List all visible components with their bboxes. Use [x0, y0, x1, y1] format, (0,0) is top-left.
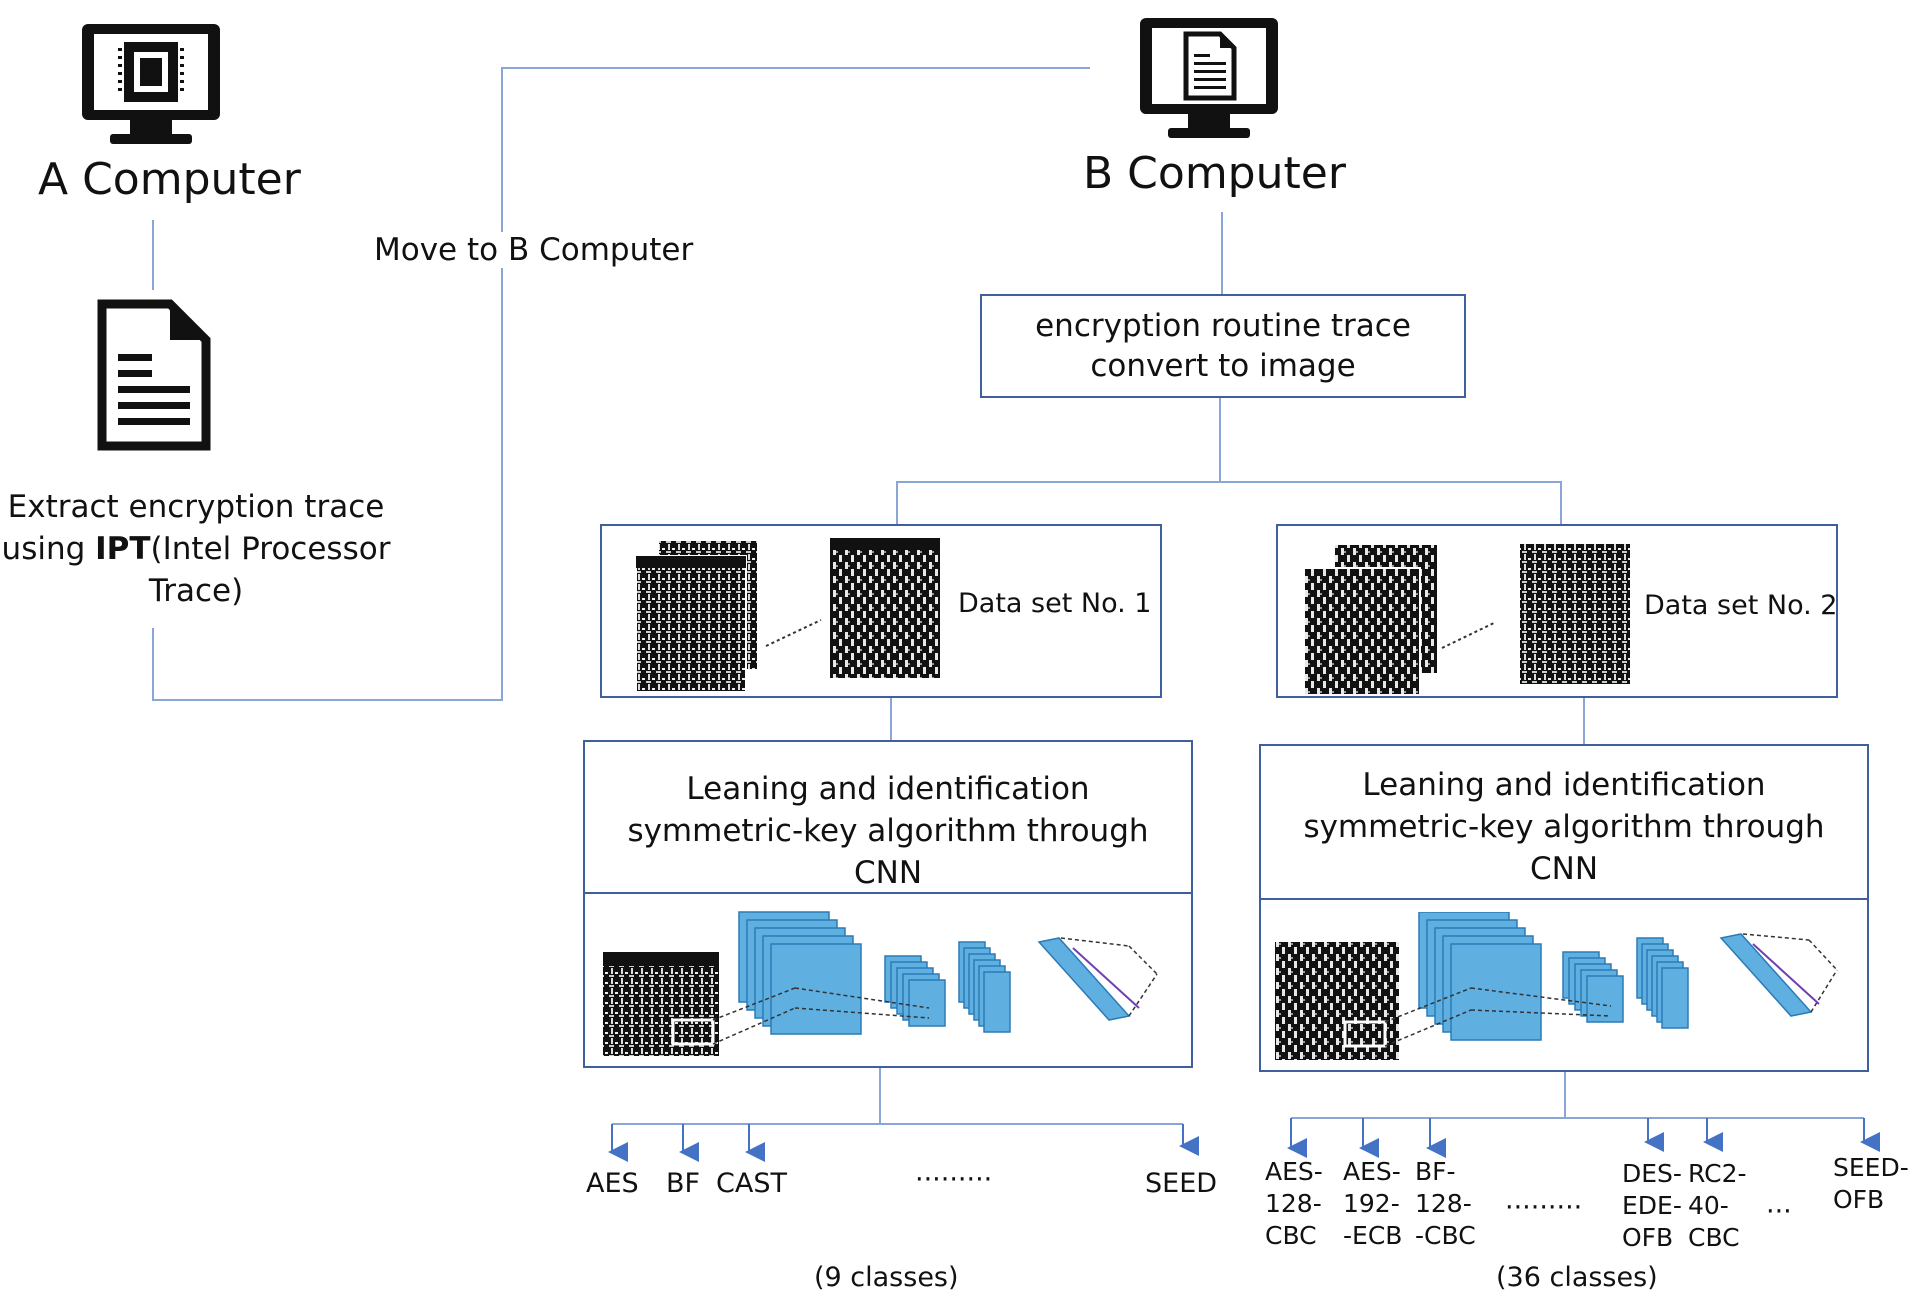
document-monitor-icon: [1140, 18, 1278, 138]
computer-b-label: B Computer: [1083, 148, 1346, 199]
cnn-1-line3: CNN: [853, 855, 923, 891]
class-aes-192-ecb: AES-192--ECB: [1343, 1157, 1403, 1250]
convert-line1: encryption routine trace: [1035, 308, 1411, 344]
classes-1-count: (9 classes): [814, 1262, 959, 1293]
cnn-box-1: Leaning and identification symmetric-key…: [583, 740, 1193, 1068]
class-des-ede-ofb: DES-EDE-OFB: [1622, 1159, 1682, 1252]
class-bf: BF: [666, 1168, 701, 1199]
classes-1-ellipsis: ·········: [915, 1164, 993, 1195]
extract-trace-label: Extract encryption trace using IPT(Intel…: [0, 486, 392, 612]
dataset-2-label: Data set No. 2: [1644, 590, 1838, 621]
class-seed-ofb: SEED-OFB: [1833, 1153, 1908, 1214]
extract-line1: Extract encryption trace: [7, 489, 385, 525]
cnn-2-title: Leaning and identification symmetric-key…: [1261, 746, 1867, 900]
class-rc2-40-cbc: RC2-40-CBC: [1688, 1159, 1747, 1252]
classes-2-ellipsis-2: ···: [1766, 1196, 1792, 1227]
extract-line2: using IPT(Intel Processor: [1, 531, 391, 567]
cnn-2-line2: symmetric-key algorithm through: [1303, 809, 1825, 845]
computer-a-label: A Computer: [38, 154, 301, 205]
dataset-1-box: Data set No. 1: [600, 524, 1162, 698]
extract-line3: Trace): [148, 573, 244, 609]
class-aes-128-cbc: AES-128-CBC: [1265, 1157, 1323, 1250]
class-cast: CAST: [716, 1168, 787, 1199]
classes-2-ellipsis-1: ·········: [1505, 1192, 1583, 1223]
dataset-1-label: Data set No. 1: [958, 588, 1152, 619]
class-bf-128-cbc: BF-128--CBC: [1415, 1157, 1476, 1250]
move-to-b-label: Move to B Computer: [368, 232, 700, 268]
dataset-2-box: Data set No. 2: [1276, 524, 1838, 698]
convert-line2: convert to image: [1090, 348, 1356, 384]
cnn-1-line1: Leaning and identification: [686, 771, 1090, 807]
dataset-2-images: [1303, 543, 1630, 694]
cnn-1-line2: symmetric-key algorithm through: [627, 813, 1149, 849]
cnn-2-diagram: [1275, 912, 1838, 1060]
cnn-2-line3: CNN: [1529, 851, 1599, 887]
class-aes: AES: [586, 1168, 639, 1199]
cpu-monitor-icon: [82, 24, 220, 144]
cnn-1-title: Leaning and identification symmetric-key…: [585, 742, 1191, 894]
convert-image-box: encryption routine trace convert to imag…: [980, 294, 1466, 398]
cnn-box-2: Leaning and identification symmetric-key…: [1259, 744, 1869, 1072]
dataset-1-images: [635, 538, 940, 693]
cnn-1-diagram: [603, 911, 1158, 1056]
class-seed: SEED: [1145, 1168, 1218, 1199]
document-icon: [97, 299, 211, 451]
cnn-2-line1: Leaning and identification: [1362, 767, 1766, 803]
classes-2-count: (36 classes): [1496, 1262, 1658, 1293]
